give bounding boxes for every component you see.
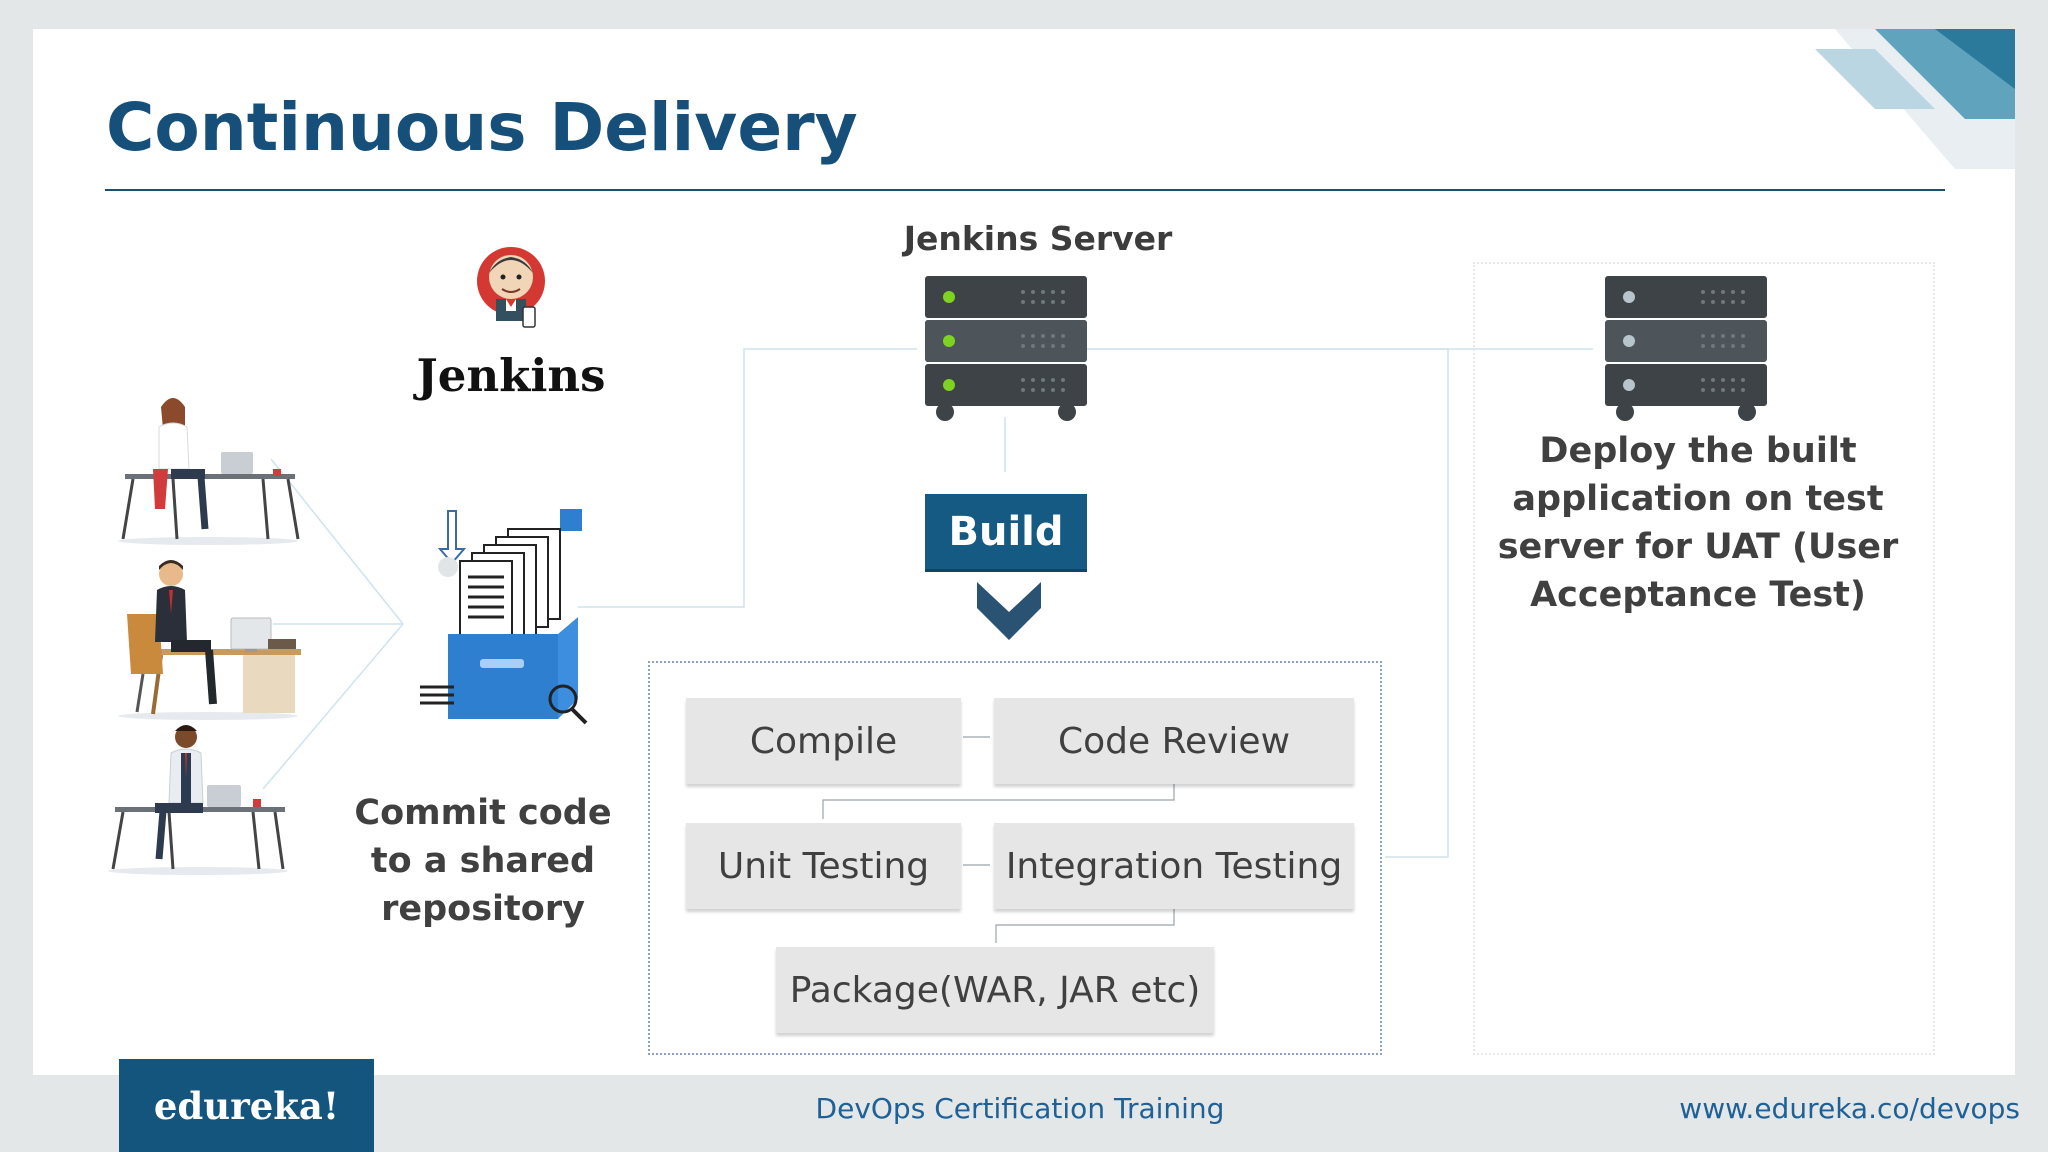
pipeline-step-code-review: Code Review bbox=[994, 698, 1354, 784]
pipeline-step-compile: Compile bbox=[686, 698, 961, 784]
title-divider bbox=[105, 189, 1945, 191]
file-archive-icon bbox=[420, 509, 588, 725]
pipeline-step-unit-testing: Unit Testing bbox=[686, 823, 961, 909]
connector-lines bbox=[262, 348, 1593, 943]
commit-code-caption: Commit code to a shared repository bbox=[354, 793, 612, 929]
slide-title: Continuous Delivery bbox=[106, 89, 858, 166]
edureka-logo: edureka! bbox=[119, 1059, 374, 1152]
test-server-icon bbox=[1605, 276, 1767, 421]
developer-icon bbox=[118, 560, 301, 720]
slide: Continuous Delivery bbox=[33, 29, 2015, 1075]
jenkins-logo-icon bbox=[477, 247, 545, 328]
pipeline-step-integration-testing: Integration Testing bbox=[994, 823, 1354, 909]
chevron-down-icon bbox=[977, 582, 1041, 640]
build-stage-box: Build bbox=[925, 494, 1087, 572]
jenkins-server-icon bbox=[925, 276, 1087, 421]
footer-url-link[interactable]: www.edureka.co/devops bbox=[1679, 1092, 2020, 1125]
deploy-uat-caption: Deploy the built application on test ser… bbox=[1497, 431, 1899, 615]
developer-icon bbox=[108, 725, 288, 875]
corner-decoration bbox=[1815, 29, 2015, 169]
jenkins-logo-text: Jenkins bbox=[416, 349, 606, 402]
developer-icon bbox=[118, 398, 300, 545]
footer-course-title: DevOps Certification Training bbox=[815, 1092, 1225, 1125]
jenkins-logo: Jenkins bbox=[376, 237, 646, 417]
pipeline-step-package: Package(WAR, JAR etc) bbox=[776, 947, 1214, 1033]
build-pipeline-container bbox=[648, 661, 1382, 1055]
uat-panel bbox=[1473, 262, 1935, 1055]
jenkins-server-label: Jenkins Server bbox=[903, 219, 1173, 258]
